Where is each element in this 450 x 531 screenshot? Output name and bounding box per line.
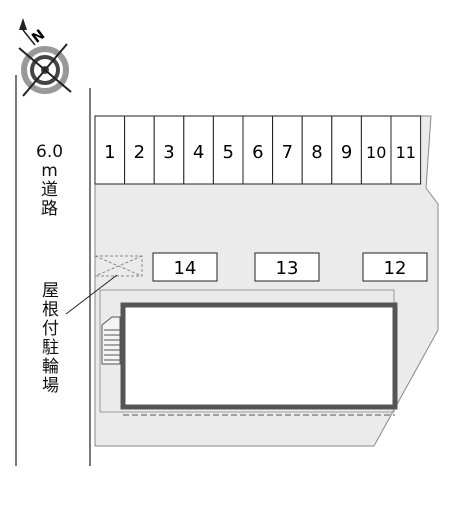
slot-label: 3 — [163, 142, 174, 163]
bike-label-char: 根 — [42, 300, 59, 321]
parking-slot-6: 6 — [242, 115, 274, 185]
slot-label: 7 — [282, 142, 293, 163]
bike-label-char: 駐 — [42, 338, 59, 359]
slot-label: 8 — [311, 142, 322, 163]
parking-slot-8: 8 — [301, 115, 333, 185]
parking-slot-1: 1 — [94, 115, 126, 185]
bike-label-char: 輪 — [42, 357, 59, 378]
parking-slot-4: 4 — [183, 115, 214, 185]
parking-slot-11: 11 — [390, 115, 422, 185]
parking-slot-9: 9 — [331, 115, 362, 185]
parking-slot-2: 2 — [124, 115, 155, 185]
slot-label: 5 — [222, 142, 233, 163]
bike-parking-marker — [65, 255, 143, 315]
road-width: 6.0 — [36, 142, 64, 162]
slot-label: 4 — [193, 142, 204, 163]
bike-label-char: 場 — [42, 376, 59, 397]
slot-label: 13 — [276, 258, 299, 279]
parking-slot-12: 12 — [362, 252, 428, 282]
bike-label-char: 屋 — [42, 281, 59, 301]
road-char-2: 路 — [41, 199, 59, 220]
slot-label: 10 — [366, 143, 386, 162]
slot-label: 1 — [104, 142, 115, 163]
parking-slot-5: 5 — [212, 115, 244, 185]
parking-slot-3: 3 — [153, 115, 185, 185]
parking-slot-7: 7 — [272, 115, 303, 185]
road-unit: m — [41, 161, 58, 182]
slot-label: 2 — [134, 142, 145, 163]
stairs — [101, 316, 121, 365]
bike-parking-label: 屋 根 付 駐 輪 場 — [42, 281, 59, 397]
road-char-1: 道 — [41, 180, 59, 201]
north-label: N — [29, 27, 48, 47]
building — [99, 289, 398, 416]
slot-label: 9 — [341, 142, 352, 163]
slot-label: 12 — [384, 258, 407, 279]
compass-rose-icon: N — [18, 18, 72, 97]
road-label: 6.0 m 道 路 — [36, 142, 64, 220]
bike-label-char: 付 — [42, 319, 59, 340]
slot-label: 6 — [252, 142, 263, 163]
parking-slot-10: 10 — [360, 115, 392, 185]
parking-slot-13: 13 — [254, 252, 320, 282]
slot-label: 11 — [396, 143, 416, 162]
parking-slot-14: 14 — [152, 252, 218, 282]
slot-label: 14 — [174, 258, 197, 279]
